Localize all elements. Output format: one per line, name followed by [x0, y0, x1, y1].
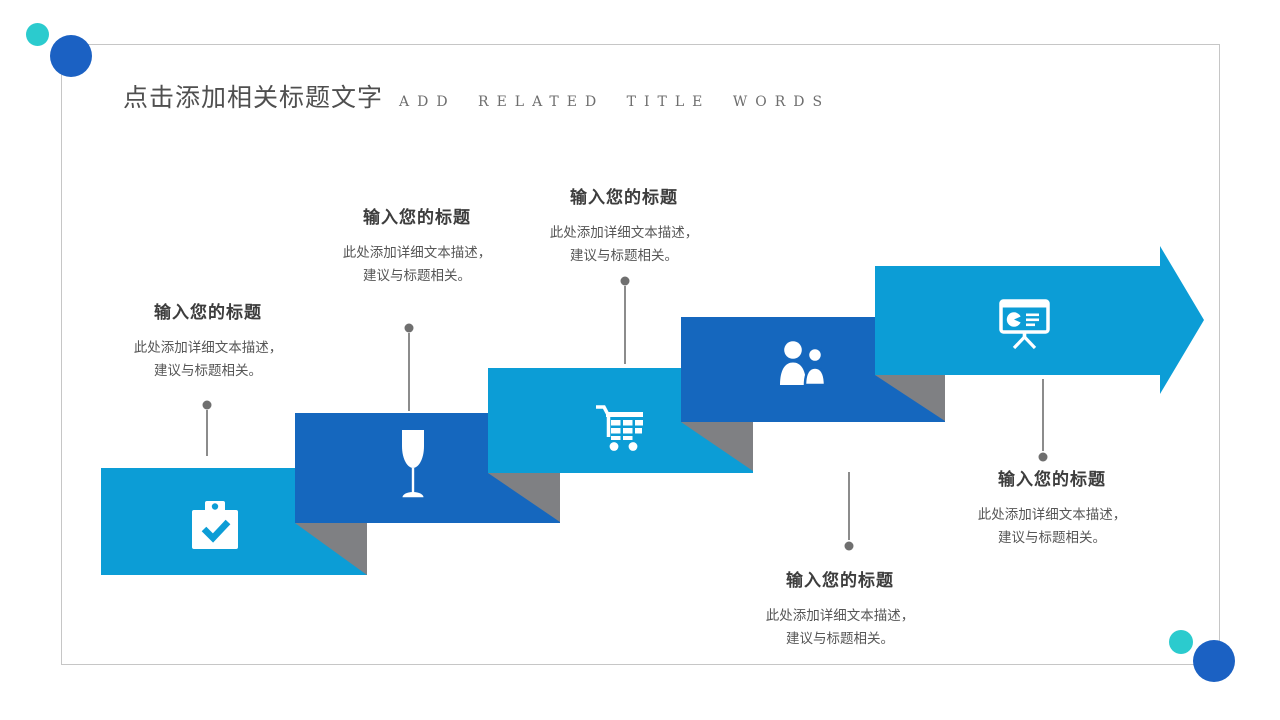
- connector-1: [202, 400, 212, 456]
- step-4-callout[interactable]: 输入您的标题 此处添加详细文本描述， 建议与标题相关。: [730, 571, 950, 650]
- clipboard-check-icon: [192, 501, 238, 549]
- connector-4: [844, 472, 854, 551]
- step-title-placeholder[interactable]: 输入您的标题: [154, 303, 262, 323]
- fold-triangle-1: [295, 523, 367, 575]
- step-3-callout[interactable]: 输入您的标题 此处添加详细文本描述， 建议与标题相关。: [514, 188, 734, 267]
- step-title-placeholder[interactable]: 输入您的标题: [786, 571, 894, 591]
- connector-dot: [202, 400, 212, 410]
- step-desc-line[interactable]: 建议与标题相关。: [154, 363, 262, 378]
- people-icon: [780, 341, 827, 387]
- connector-dot: [620, 276, 630, 286]
- step-1-callout[interactable]: 输入您的标题 此处添加详细文本描述， 建议与标题相关。: [98, 303, 318, 382]
- step-desc-line[interactable]: 此处添加详细文本描述，: [977, 507, 1127, 522]
- decorative-circle-blue-topleft: [50, 35, 92, 77]
- fold-triangle-2: [488, 473, 560, 522]
- decorative-circle-teal-topleft: [26, 23, 49, 46]
- step-desc-line[interactable]: 建议与标题相关。: [570, 248, 678, 263]
- step-block-5-arrow[interactable]: [875, 246, 1204, 394]
- presentation-chart-icon: [999, 299, 1050, 350]
- step-title-placeholder[interactable]: 输入您的标题: [570, 188, 678, 208]
- decorative-circle-teal-bottomright: [1169, 630, 1193, 654]
- step-desc-line[interactable]: 此处添加详细文本描述，: [765, 608, 915, 623]
- connector-5: [1038, 379, 1048, 462]
- fold-triangle-4: [875, 375, 945, 421]
- step-desc-line[interactable]: 此处添加详细文本描述，: [133, 340, 283, 355]
- connector-dot: [1038, 452, 1048, 462]
- connector-dot: [844, 541, 854, 551]
- step-desc-line[interactable]: 建议与标题相关。: [786, 631, 894, 646]
- shopping-cart-icon: [596, 405, 643, 451]
- connector-2: [404, 323, 414, 411]
- step-desc-line[interactable]: 建议与标题相关。: [363, 268, 471, 283]
- slide-border-frame: [61, 44, 1220, 665]
- wine-glass-icon: [402, 430, 424, 498]
- slide-header: 点击添加相关标题文字 ADD RELATED TITLE WORDS: [123, 78, 830, 114]
- step-title-placeholder[interactable]: 输入您的标题: [998, 470, 1106, 490]
- step-desc-line[interactable]: 此处添加详细文本描述，: [549, 225, 699, 240]
- step-title-placeholder[interactable]: 输入您的标题: [363, 208, 471, 228]
- connector-3: [620, 276, 630, 364]
- fold-triangle-3: [681, 422, 753, 471]
- slide-subtitle-en: ADD RELATED TITLE WORDS: [399, 94, 831, 110]
- pie-wedge: [1014, 315, 1024, 324]
- decorative-circle-blue-bottomright: [1193, 640, 1235, 682]
- clipboard-check-mark: [201, 519, 231, 543]
- step-desc-line[interactable]: 此处添加详细文本描述，: [342, 245, 492, 260]
- connector-dot: [404, 323, 414, 333]
- step-5-callout[interactable]: 输入您的标题 此处添加详细文本描述， 建议与标题相关。: [942, 470, 1162, 549]
- step-desc-line[interactable]: 建议与标题相关。: [998, 530, 1106, 545]
- slide-title-placeholder[interactable]: 点击添加相关标题文字: [123, 83, 384, 112]
- step-2-callout[interactable]: 输入您的标题 此处添加详细文本描述， 建议与标题相关。: [307, 208, 527, 287]
